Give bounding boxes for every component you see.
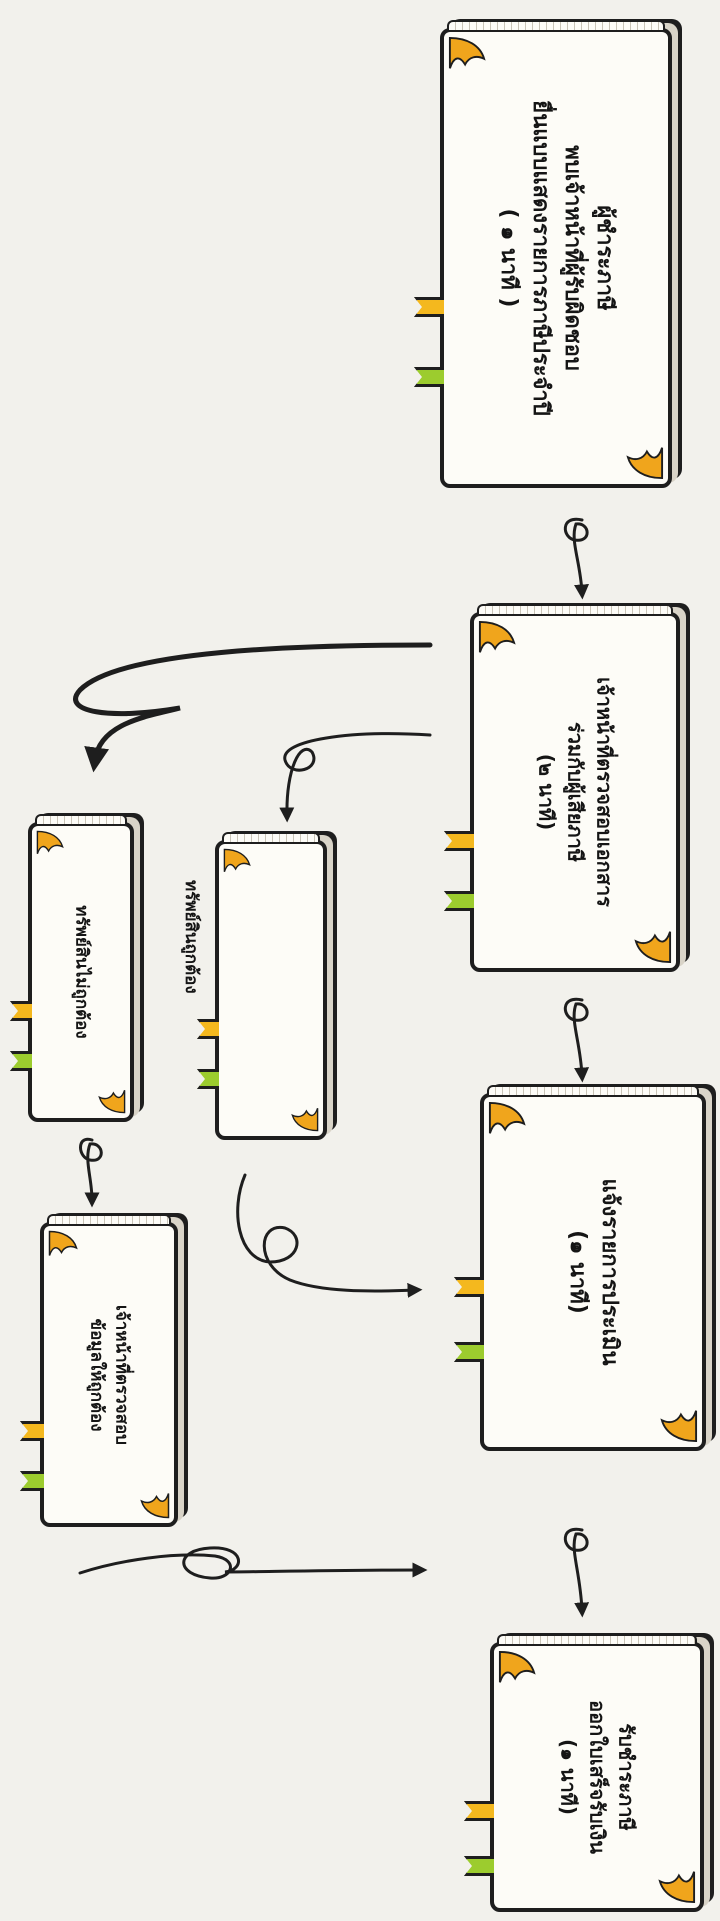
fix-data-line1: ข้อมูลให้ถูกต้อง xyxy=(87,1317,107,1432)
bookmark-yellow xyxy=(414,297,444,317)
arrow-step2-to-step3 xyxy=(563,997,590,1083)
arrow-correct-to-step3 xyxy=(236,1173,423,1298)
step-1-text: ผู้ชำระภาษี พบเจ้าหน้าที่ผู้รับผิดชอบ ยื… xyxy=(492,100,620,415)
bookmark-green xyxy=(10,1051,32,1071)
step-2-line1: ร่วมกับผู้เสียภาษี xyxy=(563,721,588,863)
step-2-title: เจ้าหน้าที่ตรวจสอบเอกสาร xyxy=(592,677,617,907)
bookmark-yellow xyxy=(10,1001,32,1021)
step-1-line1: พบเจ้าหน้าที่ผู้รับผิดชอบ xyxy=(559,145,585,371)
bookmark-yellow xyxy=(464,1801,494,1821)
step-3-card: แจ้งรายการประเมิน (๑ นาที) xyxy=(454,1085,706,1451)
flower-corner-icon xyxy=(626,447,664,480)
flower-corner-icon xyxy=(488,1101,526,1134)
correct-assets-label: ทรัพย์สินถูกต้อง xyxy=(181,880,201,994)
flower-corner-icon xyxy=(140,1493,170,1519)
flower-corner-icon xyxy=(223,848,251,873)
correct-assets-card xyxy=(197,832,327,1140)
bookmark-green xyxy=(414,367,444,387)
incorrect-assets-text: ทรัพย์สินไม่ถูกต้อง xyxy=(69,905,94,1038)
step-1-card: ผู้ชำระภาษี พบเจ้าหน้าที่ผู้รับผิดชอบ ยื… xyxy=(414,20,672,488)
step-3-title: แจ้งรายการประเมิน xyxy=(596,1178,622,1366)
step-4-card: รับชำระภาษี ออกใบเสร็จรับเงิน (๑ นาที) xyxy=(464,1634,704,1912)
bookmark-yellow xyxy=(197,1019,219,1039)
step-2-text: เจ้าหน้าที่ตรวจสอบเอกสาร ร่วมกับผู้เสียภ… xyxy=(532,677,619,907)
flower-corner-icon xyxy=(658,1871,696,1904)
bookmark-green xyxy=(464,1856,494,1876)
step-1-time: ( ๑ นาที ) xyxy=(496,208,522,308)
arrow-incorrect-to-fix xyxy=(79,1137,103,1208)
flower-corner-icon xyxy=(36,830,64,855)
flower-corner-icon xyxy=(98,1089,126,1114)
bookmark-green xyxy=(20,1471,44,1491)
bookmark-green xyxy=(444,891,474,911)
bookmark-green xyxy=(454,1342,484,1362)
step-4-line1: ออกใบเสร็จรับเงิน xyxy=(585,1700,610,1854)
arrow-step3-to-step4 xyxy=(563,1527,590,1618)
step-2-time: (๒ นาที) xyxy=(534,753,559,831)
step-4-text: รับชำระภาษี ออกใบเสร็จรับเงิน (๑ นาที) xyxy=(554,1700,641,1854)
step-1-title: ผู้ชำระภาษี xyxy=(591,205,617,311)
flower-corner-icon xyxy=(634,931,672,964)
flower-corner-icon xyxy=(291,1107,319,1132)
incorrect-assets-card: ทรัพย์สินไม่ถูกต้อง xyxy=(10,814,134,1122)
step-2-card: เจ้าหน้าที่ตรวจสอบเอกสาร ร่วมกับผู้เสียภ… xyxy=(444,604,680,972)
bookmark-yellow xyxy=(454,1277,484,1297)
arrow-step2-to-incorrect xyxy=(73,642,433,773)
fix-data-title: เจ้าหน้าที่ตรวจสอบ xyxy=(111,1304,132,1445)
step-1-line2: ยื่นแบบแสดงรายการภาษีประจำปี xyxy=(528,100,553,416)
arrow-step2-to-correct xyxy=(279,732,432,823)
flower-corner-icon xyxy=(48,1230,78,1256)
bookmark-yellow xyxy=(444,831,474,851)
flower-corner-icon xyxy=(498,1650,536,1683)
flower-corner-icon xyxy=(660,1410,698,1443)
flower-corner-icon xyxy=(478,620,516,653)
step-3-text: แจ้งรายการประเมิน (๑ นาที) xyxy=(561,1178,625,1365)
step-4-time: (๑ นาที) xyxy=(556,1738,581,1816)
fix-data-text: เจ้าหน้าที่ตรวจสอบ ข้อมูลให้ถูกต้อง xyxy=(84,1305,133,1445)
bookmark-green xyxy=(197,1069,219,1089)
incorrect-assets-label: ทรัพย์สินไม่ถูกต้อง xyxy=(71,905,92,1039)
fix-data-card: เจ้าหน้าที่ตรวจสอบ ข้อมูลให้ถูกต้อง xyxy=(20,1214,178,1527)
step-4-title: รับชำระภาษี xyxy=(614,1723,639,1831)
arrow-step1-to-step2 xyxy=(563,517,590,600)
bookmark-yellow xyxy=(20,1421,44,1441)
arrow-fix-to-step4 xyxy=(78,1546,428,1580)
step-3-time: (๑ นาที) xyxy=(565,1230,590,1314)
flower-corner-icon xyxy=(448,36,486,69)
